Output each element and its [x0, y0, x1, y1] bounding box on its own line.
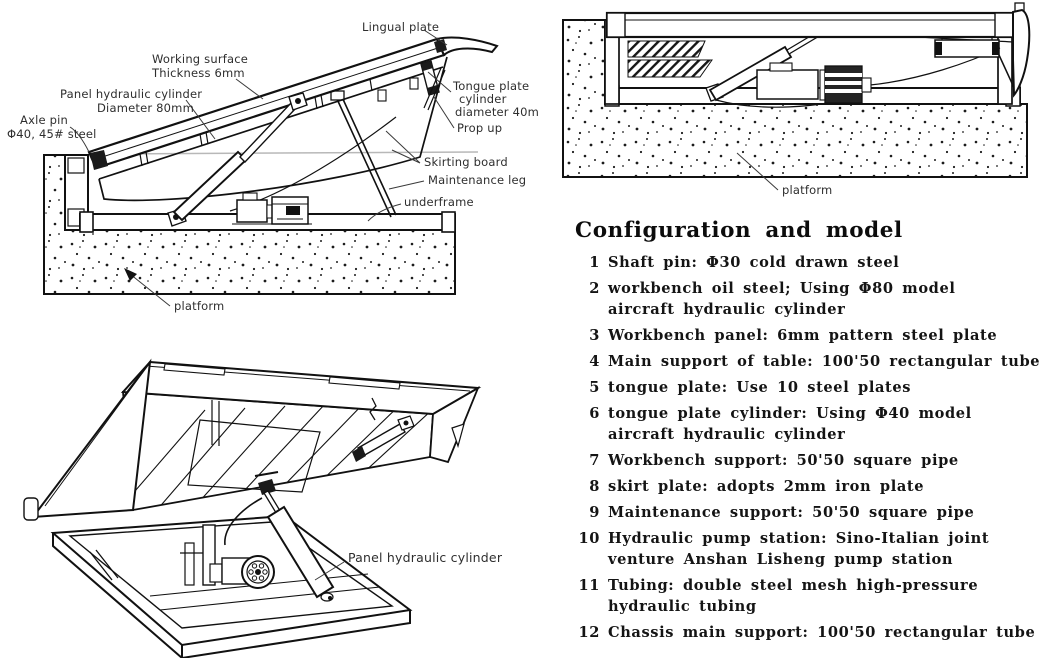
item-text: Hydraulic pump station: Sino-Italian joi…: [608, 528, 1057, 570]
config-item: 8 skirt plate: adopts 2mm iron plate: [575, 476, 1057, 497]
label-maintenance-leg: Maintenance leg: [428, 173, 527, 187]
item-text: Shaft pin: Φ30 cold drawn steel: [608, 252, 1057, 273]
config-item: 2 workbench oil steel; Using Φ80 model ai…: [575, 278, 1057, 320]
config-item: 4 Main support of table: 100'50 rectangu…: [575, 351, 1057, 372]
item-line1: tongue plate cylinder: Using Φ40 model: [608, 405, 972, 422]
item-number: 7: [589, 452, 600, 469]
label-skirting-board: Skirting board: [424, 155, 508, 169]
item-text: tongue plate: Use 10 steel plates: [608, 377, 1057, 398]
item-line1: workbench oil steel; Using Φ80 model: [608, 280, 956, 297]
item-line1: Shaft pin: Φ30 cold drawn steel: [608, 254, 900, 271]
label-platform-flat: platform: [782, 183, 833, 197]
item-text: Workbench panel: 6mm pattern steel plate: [608, 325, 1057, 346]
label-prop-up: Prop up: [457, 121, 503, 135]
item-line1: Hydraulic pump station: Sino-Italian joi…: [608, 530, 990, 547]
config-item: 7 Workbench support: 50'50 square pipe: [575, 450, 1057, 471]
item-line1: Main support of table: 100'50 rectangula…: [608, 353, 1041, 370]
raised-side-view-diagram: Lingual plate Working surface Thickness …: [0, 0, 539, 335]
item-number: 4: [589, 353, 600, 370]
item-text: Workbench support: 50'50 square pipe: [608, 450, 1057, 471]
item-number: 5: [589, 379, 600, 396]
label-underframe: underframe: [404, 195, 474, 209]
item-number: 8: [589, 478, 600, 495]
perspective-3d-diagram: Panel hydraulic cylinder: [0, 340, 530, 658]
item-text: skirt plate: adopts 2mm iron plate: [608, 476, 1057, 497]
item-text: Chassis main support: 100'50 rectangular…: [608, 622, 1057, 643]
label-axle-spec: Φ40, 45# steel: [7, 127, 97, 141]
item-number: 10: [578, 530, 600, 547]
leader-lines: [69, 29, 455, 307]
item-text: Maintenance support: 50'50 square pipe: [608, 502, 1057, 523]
label-tongue-diameter: diameter 40m: [455, 105, 540, 119]
label-tongue-plate: Tongue plate: [453, 79, 530, 93]
item-line1: Workbench panel: 6mm pattern steel plate: [608, 327, 998, 344]
config-item: 5 tongue plate: Use 10 steel plates: [575, 377, 1057, 398]
flat-side-view-diagram: platform: [530, 0, 1059, 215]
config-item: 3 Workbench panel: 6mm pattern steel pla…: [575, 325, 1057, 346]
platform-arrowhead: [124, 268, 137, 281]
label-platform-raised: platform: [174, 299, 225, 313]
item-line1: Tubing: double steel mesh high-pressure: [608, 577, 979, 594]
config-item: 1 Shaft pin: Φ30 cold drawn steel: [575, 252, 1057, 273]
config-item: 12 Chassis main support: 100'50 rectangu…: [575, 622, 1057, 643]
flat-side-view-drawing: [562, 2, 1031, 191]
config-item: 10 Hydraulic pump station: Sino-Italian …: [575, 528, 1057, 570]
label-tongue-cylinder: cylinder: [459, 92, 507, 106]
raised-side-view-drawing: [43, 29, 499, 307]
item-line1: Maintenance support: 50'50 square pipe: [608, 504, 975, 521]
item-line2: aircraft hydraulic cylinder: [608, 426, 846, 443]
item-line1: Workbench support: 50'50 square pipe: [608, 452, 959, 469]
label-axle-pin: Axle pin: [20, 113, 68, 127]
item-number: 12: [578, 624, 600, 641]
config-item: 11 Tubing: double steel mesh high-pressu…: [575, 575, 1057, 617]
config-item: 6 tongue plate cylinder: Using Φ40 model…: [575, 403, 1057, 445]
item-number: 3: [589, 327, 600, 344]
item-number: 9: [589, 504, 600, 521]
label-thickness: Thickness 6mm: [152, 66, 245, 80]
label-diameter-80: Diameter 80mm: [97, 101, 194, 115]
item-number: 2: [589, 280, 600, 297]
item-text: Tubing: double steel mesh high-pressure h…: [608, 575, 1057, 617]
label-lingual-plate: Lingual plate: [362, 20, 440, 34]
config-item: 9 Maintenance support: 50'50 square pipe: [575, 502, 1057, 523]
item-line1: Chassis main support: 100'50 rectangular…: [608, 624, 1036, 641]
configuration-title: Configuration and model: [575, 218, 903, 243]
item-text: Main support of table: 100'50 rectangula…: [608, 351, 1057, 372]
item-number: 6: [589, 405, 600, 422]
item-text: workbench oil steel; Using Φ80 model airc…: [608, 278, 1057, 320]
configuration-section: Configuration and model 1 Shaft pin: Φ30…: [575, 218, 1057, 648]
item-line2: aircraft hydraulic cylinder: [608, 301, 846, 318]
perspective-3d-drawing: [23, 358, 482, 658]
item-line1: tongue plate: Use 10 steel plates: [608, 379, 912, 396]
item-number: 1: [589, 254, 600, 271]
item-text: tongue plate cylinder: Using Φ40 model ai…: [608, 403, 1057, 445]
label-panel-cylinder-3d: Panel hydraulic cylinder: [348, 550, 503, 565]
item-line2: hydraulic tubing: [608, 598, 757, 615]
label-working-surface: Working surface: [152, 52, 249, 66]
item-number: 11: [578, 577, 600, 594]
item-line1: skirt plate: adopts 2mm iron plate: [608, 478, 925, 495]
item-line2: venture Anshan Lisheng pump station: [608, 551, 954, 568]
label-panel-cylinder: Panel hydraulic cylinder: [60, 87, 203, 101]
